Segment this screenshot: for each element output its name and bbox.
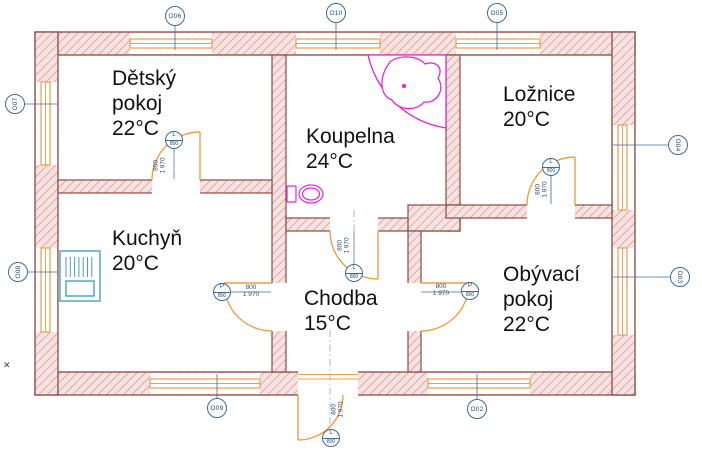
window-tag-O04: O04 xyxy=(668,135,688,155)
door-dims-entrance: 800 1 970 xyxy=(331,394,346,424)
door-height: 1 970 xyxy=(344,237,351,254)
door-size-label: 800 xyxy=(326,438,336,445)
door-height: 1 970 xyxy=(542,181,549,198)
room-label-loznice: Ložnice 20°C xyxy=(503,82,575,132)
door-dims-bathroom: 800 1 970 xyxy=(337,230,352,260)
door-dims-bedroom: 800 1 970 xyxy=(535,174,550,204)
door-width: 800 xyxy=(152,160,160,171)
room-temperature: 22°C xyxy=(503,313,550,337)
room-name: pokoj xyxy=(112,92,163,116)
room-name: Obývací xyxy=(503,263,581,286)
door-size-label: 800 xyxy=(546,167,556,174)
window-tag-O10: O10 xyxy=(326,3,346,23)
door-swing-label: L xyxy=(323,430,339,439)
door-swing-label: L xyxy=(346,265,362,274)
room-label-obyvaci-pokoj: Obývací pokoj 22°C xyxy=(503,262,580,338)
door-width: 800 xyxy=(435,283,447,290)
window-tag-O05: O05 xyxy=(487,3,507,23)
door-bedroom xyxy=(526,156,576,206)
door-width: 800 xyxy=(534,184,542,195)
room-temperature: 15°C xyxy=(304,312,351,336)
door-height: 1 970 xyxy=(432,290,450,298)
wall-right xyxy=(611,31,636,396)
door-swing-label: P xyxy=(462,283,478,292)
room-temperature: 22°C xyxy=(112,117,159,141)
room-temperature: 20°C xyxy=(112,252,159,276)
door-tag-kitchen: P 800 xyxy=(213,283,231,301)
window-tag-O07: O07 xyxy=(5,94,25,114)
door-tag-bedroom: L 800 xyxy=(542,158,560,176)
room-temperature: 20°C xyxy=(503,108,550,132)
room-label-chodba: Chodba 15°C xyxy=(304,286,378,336)
door-tag-livingroom: P 800 xyxy=(461,282,479,300)
corner-x-mark: ✕ xyxy=(3,360,11,370)
door-height: 1 970 xyxy=(160,157,167,174)
door-size-label: 800 xyxy=(169,140,179,147)
room-name: pokoj xyxy=(503,288,554,312)
door-size-label: 800 xyxy=(217,292,227,299)
door-swing-label: L xyxy=(543,159,559,168)
door-dims-livingroom: 800 1 970 xyxy=(426,283,456,298)
door-width: 800 xyxy=(330,404,338,415)
window-tag-O02: O02 xyxy=(467,399,487,419)
room-label-detsky-pokoj: Dětský pokoj 22°C xyxy=(112,66,176,142)
door-height: 1 970 xyxy=(242,291,260,299)
stove xyxy=(59,250,101,302)
door-openings xyxy=(152,179,575,396)
room-name: Kuchyň xyxy=(112,227,183,250)
centerlines xyxy=(173,152,355,429)
room-name: Dětský xyxy=(112,67,177,90)
door-bathroom xyxy=(329,230,379,280)
room-label-koupelna: Koupelna 24°C xyxy=(306,124,395,174)
room-label-kuchyn: Kuchyň 20°C xyxy=(112,226,182,276)
door-size-label: 800 xyxy=(465,291,475,298)
door-tag-entrance: L 800 xyxy=(322,429,340,447)
room-name: Koupelna xyxy=(306,125,395,148)
door-tag-bathroom: L 800 xyxy=(345,264,363,282)
door-dims-kitchen: 800 1 970 xyxy=(236,284,266,299)
door-width: 800 xyxy=(245,284,257,291)
window-tag-O08: O08 xyxy=(8,262,28,282)
toilet xyxy=(286,184,324,204)
door-tag-kidsroom: L 800 xyxy=(165,131,183,149)
door-dims-kidsroom: 800 1 970 xyxy=(153,150,168,180)
window-tag-O09: O09 xyxy=(207,398,227,418)
room-name: Ložnice xyxy=(503,83,576,106)
door-swing-label: L xyxy=(166,132,182,141)
room-name: Chodba xyxy=(304,287,378,310)
room-temperature: 24°C xyxy=(306,150,353,174)
windows xyxy=(36,33,634,394)
window-tag-O06: O06 xyxy=(165,6,185,26)
door-swing-label: P xyxy=(214,284,230,293)
door-entrance xyxy=(297,394,344,441)
corner-bathtub xyxy=(367,54,447,129)
door-size-label: 800 xyxy=(349,273,359,280)
door-width: 800 xyxy=(336,240,344,251)
leader-lines xyxy=(25,23,670,399)
door-kidsroom xyxy=(151,131,201,181)
door-height: 1 970 xyxy=(338,401,345,418)
window-tag-O03: O03 xyxy=(670,267,690,287)
